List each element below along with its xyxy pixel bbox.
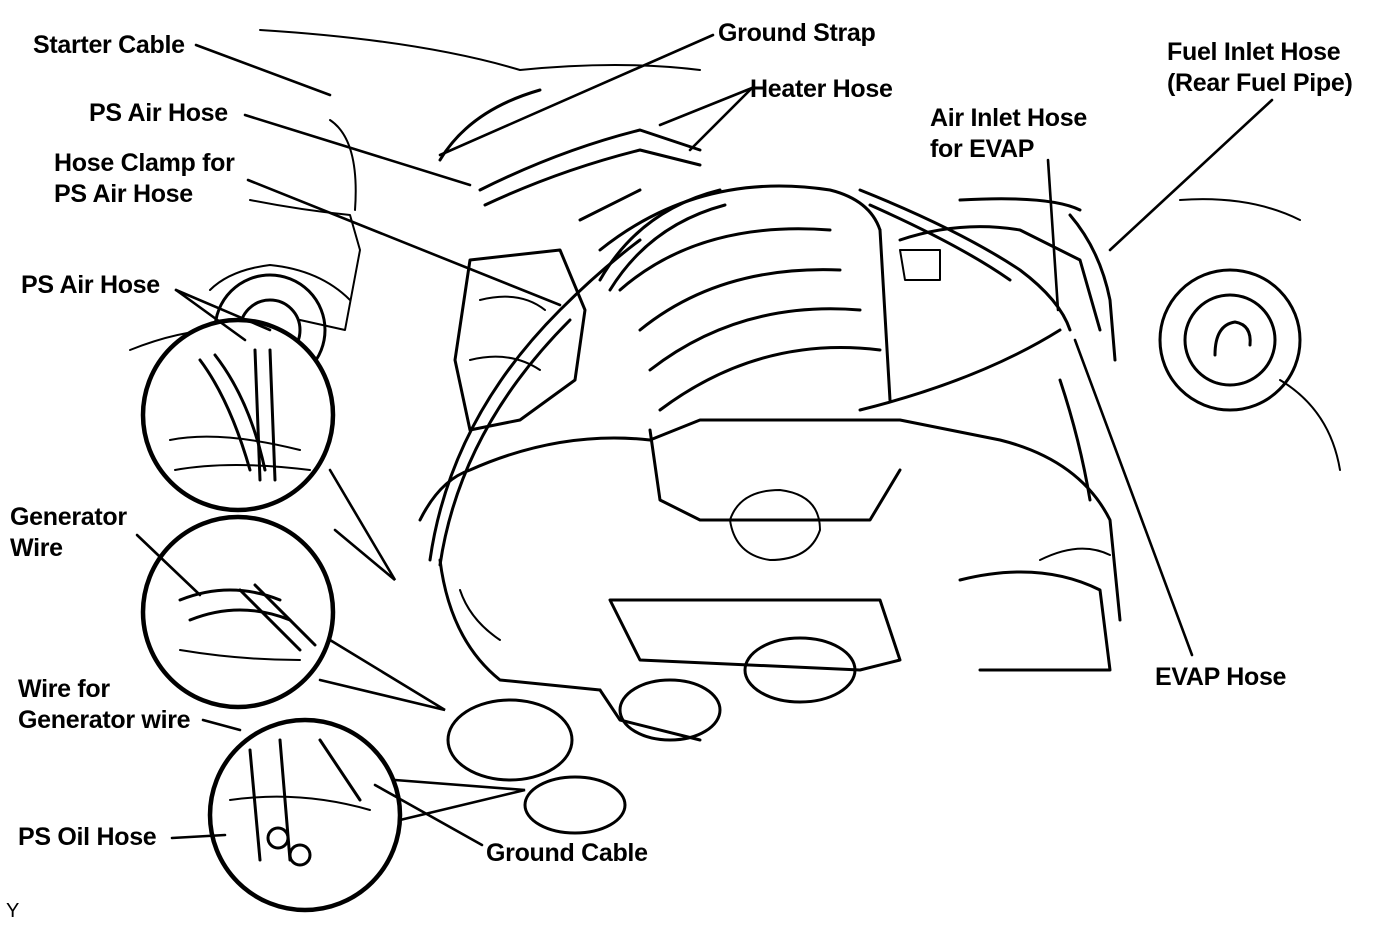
- front-pulleys: [446, 636, 857, 835]
- label-heater-hose: Heater Hose: [750, 75, 893, 103]
- label-air-inlet-line2: for EVAP: [930, 135, 1035, 163]
- label-ps-air-hose-left: PS Air Hose: [21, 271, 160, 299]
- leader-air-inlet: [1046, 158, 1060, 312]
- leader-ps-air-hose-top: [243, 113, 472, 187]
- leader-ground-strap: [438, 33, 715, 157]
- label-generator-line1: Generator: [10, 503, 127, 531]
- leader-hose-clamp: [246, 178, 562, 307]
- label-ps-air-hose-top: PS Air Hose: [89, 99, 228, 127]
- label-hose-clamp-line1: Hose Clamp for: [54, 149, 235, 177]
- leader-wire-for-generator: [201, 718, 242, 732]
- detail-ps-air-hose: [140, 317, 397, 581]
- leader-heater-hose-a: [658, 86, 754, 127]
- corner-code: Y: [6, 900, 20, 922]
- leader-fuel-inlet: [1108, 98, 1274, 252]
- label-wire-for-line2: Generator wire: [18, 706, 191, 734]
- label-evap-hose: EVAP Hose: [1155, 663, 1287, 691]
- label-ps-oil-hose: PS Oil Hose: [18, 823, 157, 851]
- leader-lines: [135, 33, 1274, 847]
- label-ground-strap: Ground Strap: [718, 19, 876, 47]
- label-hose-clamp-line2: PS Air Hose: [54, 180, 193, 208]
- leader-evap-hose: [1073, 338, 1194, 657]
- leader-heater-hose-b: [688, 86, 754, 152]
- leader-ps-oil-hose: [170, 833, 227, 840]
- leader-ps-air-hose-left-a: [174, 288, 247, 342]
- right-pulley: [1158, 268, 1302, 412]
- label-air-inlet-line1: Air Inlet Hose: [930, 104, 1087, 132]
- leader-ground-cable: [373, 783, 484, 847]
- detail-generator-wire: [140, 514, 446, 712]
- leader-starter-cable: [194, 43, 332, 97]
- engine-block: [418, 184, 1122, 742]
- label-generator-line2: Wire: [10, 534, 63, 562]
- label-fuel-inlet-line1: Fuel Inlet Hose: [1167, 38, 1341, 66]
- label-fuel-inlet-line2: (Rear Fuel Pipe): [1167, 69, 1353, 97]
- detail-ground-cable: [207, 717, 526, 913]
- label-starter-cable: Starter Cable: [33, 31, 185, 59]
- label-wire-for-line1: Wire for: [18, 675, 110, 703]
- label-ground-cable: Ground Cable: [486, 839, 648, 867]
- leader-generator-wire: [135, 533, 202, 597]
- leader-ps-air-hose-left-b: [174, 288, 272, 332]
